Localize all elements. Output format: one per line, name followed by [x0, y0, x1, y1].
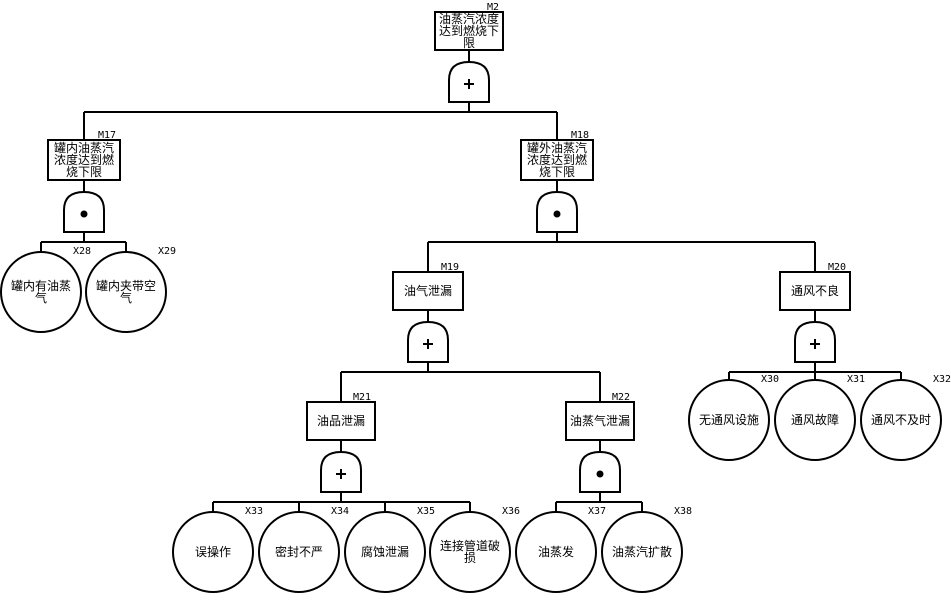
or-gate-m20 [794, 320, 836, 363]
event-box-frame [434, 11, 504, 51]
event-box-frame [520, 139, 594, 181]
basic-event-circle [429, 511, 511, 593]
event-id-label: X28 [73, 246, 91, 257]
and-gate-m22 [579, 450, 621, 493]
event-label: 油蒸发 [538, 544, 574, 559]
basic-event-circle [688, 379, 770, 461]
basic-event-circle [172, 511, 254, 593]
event-id-label: M19 [441, 262, 459, 273]
event-label: 罐内有油蒸 [11, 279, 71, 293]
event-box-frame [392, 271, 464, 311]
event-label: 密封不严 [275, 544, 323, 559]
and-dot-icon [553, 210, 561, 218]
event-label: 限 [463, 36, 475, 50]
event-label: 腐蚀泄漏 [361, 544, 409, 559]
event-label: 油品泄漏 [317, 414, 365, 428]
event-label: 油蒸汽浓度 [439, 11, 499, 26]
event-box-m21[interactable]: M21 油品泄漏 [306, 392, 376, 441]
event-id-label: M22 [612, 392, 630, 403]
event-id-label: X34 [331, 506, 349, 517]
basic-event-x33[interactable]: X33 误操作 [172, 506, 263, 593]
and-dot-icon [596, 470, 604, 478]
event-id-label: M17 [98, 130, 116, 141]
event-box-m19[interactable]: M19 油气泄漏 [392, 262, 464, 311]
basic-event-x32[interactable]: X32 通风不及时 [860, 374, 951, 461]
event-label: 罐内夹带空 [96, 279, 156, 293]
event-label: 浓度达到燃 [54, 152, 114, 167]
basic-event-circle [344, 511, 426, 593]
basic-event-x38[interactable]: X38 油蒸汽扩散 [601, 506, 692, 593]
event-label: 烧下限 [539, 165, 575, 179]
basic-event-circle [774, 379, 856, 461]
and-dot-icon [80, 210, 88, 218]
basic-event-x30[interactable]: X30 无通风设施 [688, 374, 779, 461]
event-label: 气 [35, 290, 47, 305]
connector-lines [40, 50, 902, 512]
event-id-label: X33 [245, 506, 263, 517]
event-label: 罐内油蒸汽 [54, 140, 114, 155]
event-box-frame [306, 401, 376, 441]
basic-event-circle [601, 511, 683, 593]
event-id-label: X31 [847, 374, 865, 385]
event-label: 油蒸汽扩散 [612, 544, 672, 559]
event-label: 通风不及时 [871, 413, 931, 427]
event-box-frame [47, 139, 121, 181]
event-label: 误操作 [195, 544, 231, 559]
event-label: 罐外油蒸汽 [527, 140, 587, 155]
basic-event-circle [860, 379, 942, 461]
event-label: 损 [464, 551, 476, 565]
or-gate-m19 [407, 320, 449, 363]
event-label: 油气泄漏 [404, 283, 452, 298]
event-box-m22[interactable]: M22 油蒸气泄漏 [565, 392, 635, 441]
event-label: 通风不良 [791, 283, 839, 298]
basic-event-x35[interactable]: X35 腐蚀泄漏 [344, 506, 435, 593]
event-id-label: X29 [158, 246, 176, 257]
event-id-label: X32 [933, 374, 951, 385]
basic-event-circle [85, 251, 167, 333]
event-id-label: X35 [417, 506, 435, 517]
basic-event-x31[interactable]: X31 通风故障 [774, 374, 865, 461]
event-label: 达到燃烧下 [439, 23, 499, 38]
basic-event-circle [515, 511, 597, 593]
event-label: 气 [120, 290, 132, 305]
event-label: 浓度达到燃 [527, 152, 587, 167]
basic-event-circle [258, 511, 340, 593]
event-id-label: X30 [761, 374, 779, 385]
event-label: 连接管道破 [440, 538, 500, 553]
event-id-label: X36 [502, 506, 520, 517]
basic-event-x37[interactable]: X37 油蒸发 [515, 506, 606, 593]
or-gate-m2 [448, 60, 490, 103]
and-gate-m17 [63, 190, 105, 233]
event-id-label: M18 [571, 130, 589, 141]
event-id-label: X37 [588, 506, 606, 517]
event-box-frame [779, 271, 851, 311]
event-box-frame [565, 401, 635, 441]
event-id-label: M2 [487, 2, 499, 13]
basic-event-circle [0, 251, 82, 333]
event-box-m20[interactable]: M20 通风不良 [779, 262, 851, 311]
event-label: 烧下限 [66, 165, 102, 179]
and-gate-m18 [536, 190, 578, 233]
basic-event-x34[interactable]: X34 密封不严 [258, 506, 349, 593]
event-id-label: M20 [828, 262, 846, 273]
event-id-label: X38 [674, 506, 692, 517]
event-label: 无通风设施 [699, 413, 759, 427]
event-id-label: M21 [353, 392, 371, 403]
or-gate-m21 [320, 450, 362, 493]
event-label: 通风故障 [791, 412, 839, 427]
event-label: 油蒸气泄漏 [570, 413, 630, 428]
